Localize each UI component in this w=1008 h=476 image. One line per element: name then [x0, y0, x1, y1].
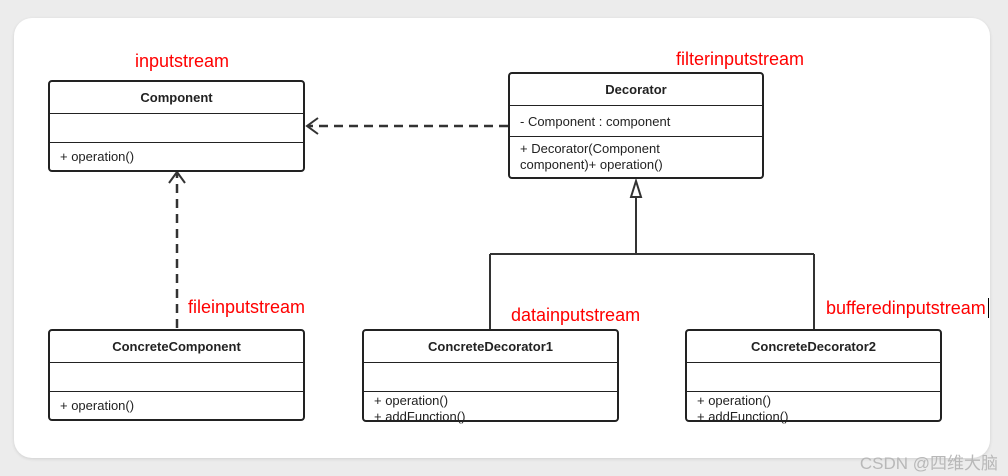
operation: + addFunction() [697, 409, 789, 424]
annotation-fileinputstream: fileinputstream [188, 297, 306, 317]
operation: + operation() [60, 398, 135, 413]
class-operations: + Decorator(Component component)+ operat… [510, 137, 762, 173]
class-operations: + operation() + addFunction() [687, 392, 940, 425]
operation: + Decorator(Component [520, 141, 660, 156]
class-attributes: - Component : component [510, 106, 762, 137]
annotation-bufferedinputstream: bufferedinputstream [826, 298, 986, 318]
class-operations: + operation() + addFunction() [364, 392, 617, 425]
class-operations: + operation() [50, 392, 303, 414]
class-attributes [364, 363, 617, 392]
annotation-filterinputstream: filterinputstream [676, 49, 805, 69]
class-name: ConcreteDecorator2 [687, 331, 940, 363]
class-concrete-decorator1: ConcreteDecorator1 + operation() + addFu… [362, 329, 619, 425]
class-name: ConcreteComponent [50, 331, 303, 363]
class-concrete-component: ConcreteComponent + operation() [48, 329, 305, 421]
operation: + operation() [60, 149, 135, 164]
class-attributes [50, 114, 303, 143]
operation: + addFunction() [374, 409, 466, 424]
text-cursor [988, 298, 989, 318]
class-attributes [687, 363, 940, 392]
class-decorator: Decorator - Component : component + Deco… [508, 72, 764, 179]
class-attributes [50, 363, 303, 392]
operation: component)+ operation() [520, 157, 663, 172]
class-component: Component + operation() [48, 80, 305, 172]
class-concrete-decorator2: ConcreteDecorator2 + operation() + addFu… [685, 329, 942, 425]
watermark: CSDN @四维大脑 [859, 454, 998, 473]
operation: + operation() [697, 393, 772, 408]
class-name: Component [50, 82, 303, 114]
class-name: ConcreteDecorator1 [364, 331, 617, 363]
class-name: Decorator [510, 74, 762, 106]
annotation-datainputstream: datainputstream [511, 305, 641, 325]
operation: + operation() [374, 393, 449, 408]
class-operations: + operation() [50, 143, 303, 165]
annotation-inputstream: inputstream [135, 51, 230, 71]
